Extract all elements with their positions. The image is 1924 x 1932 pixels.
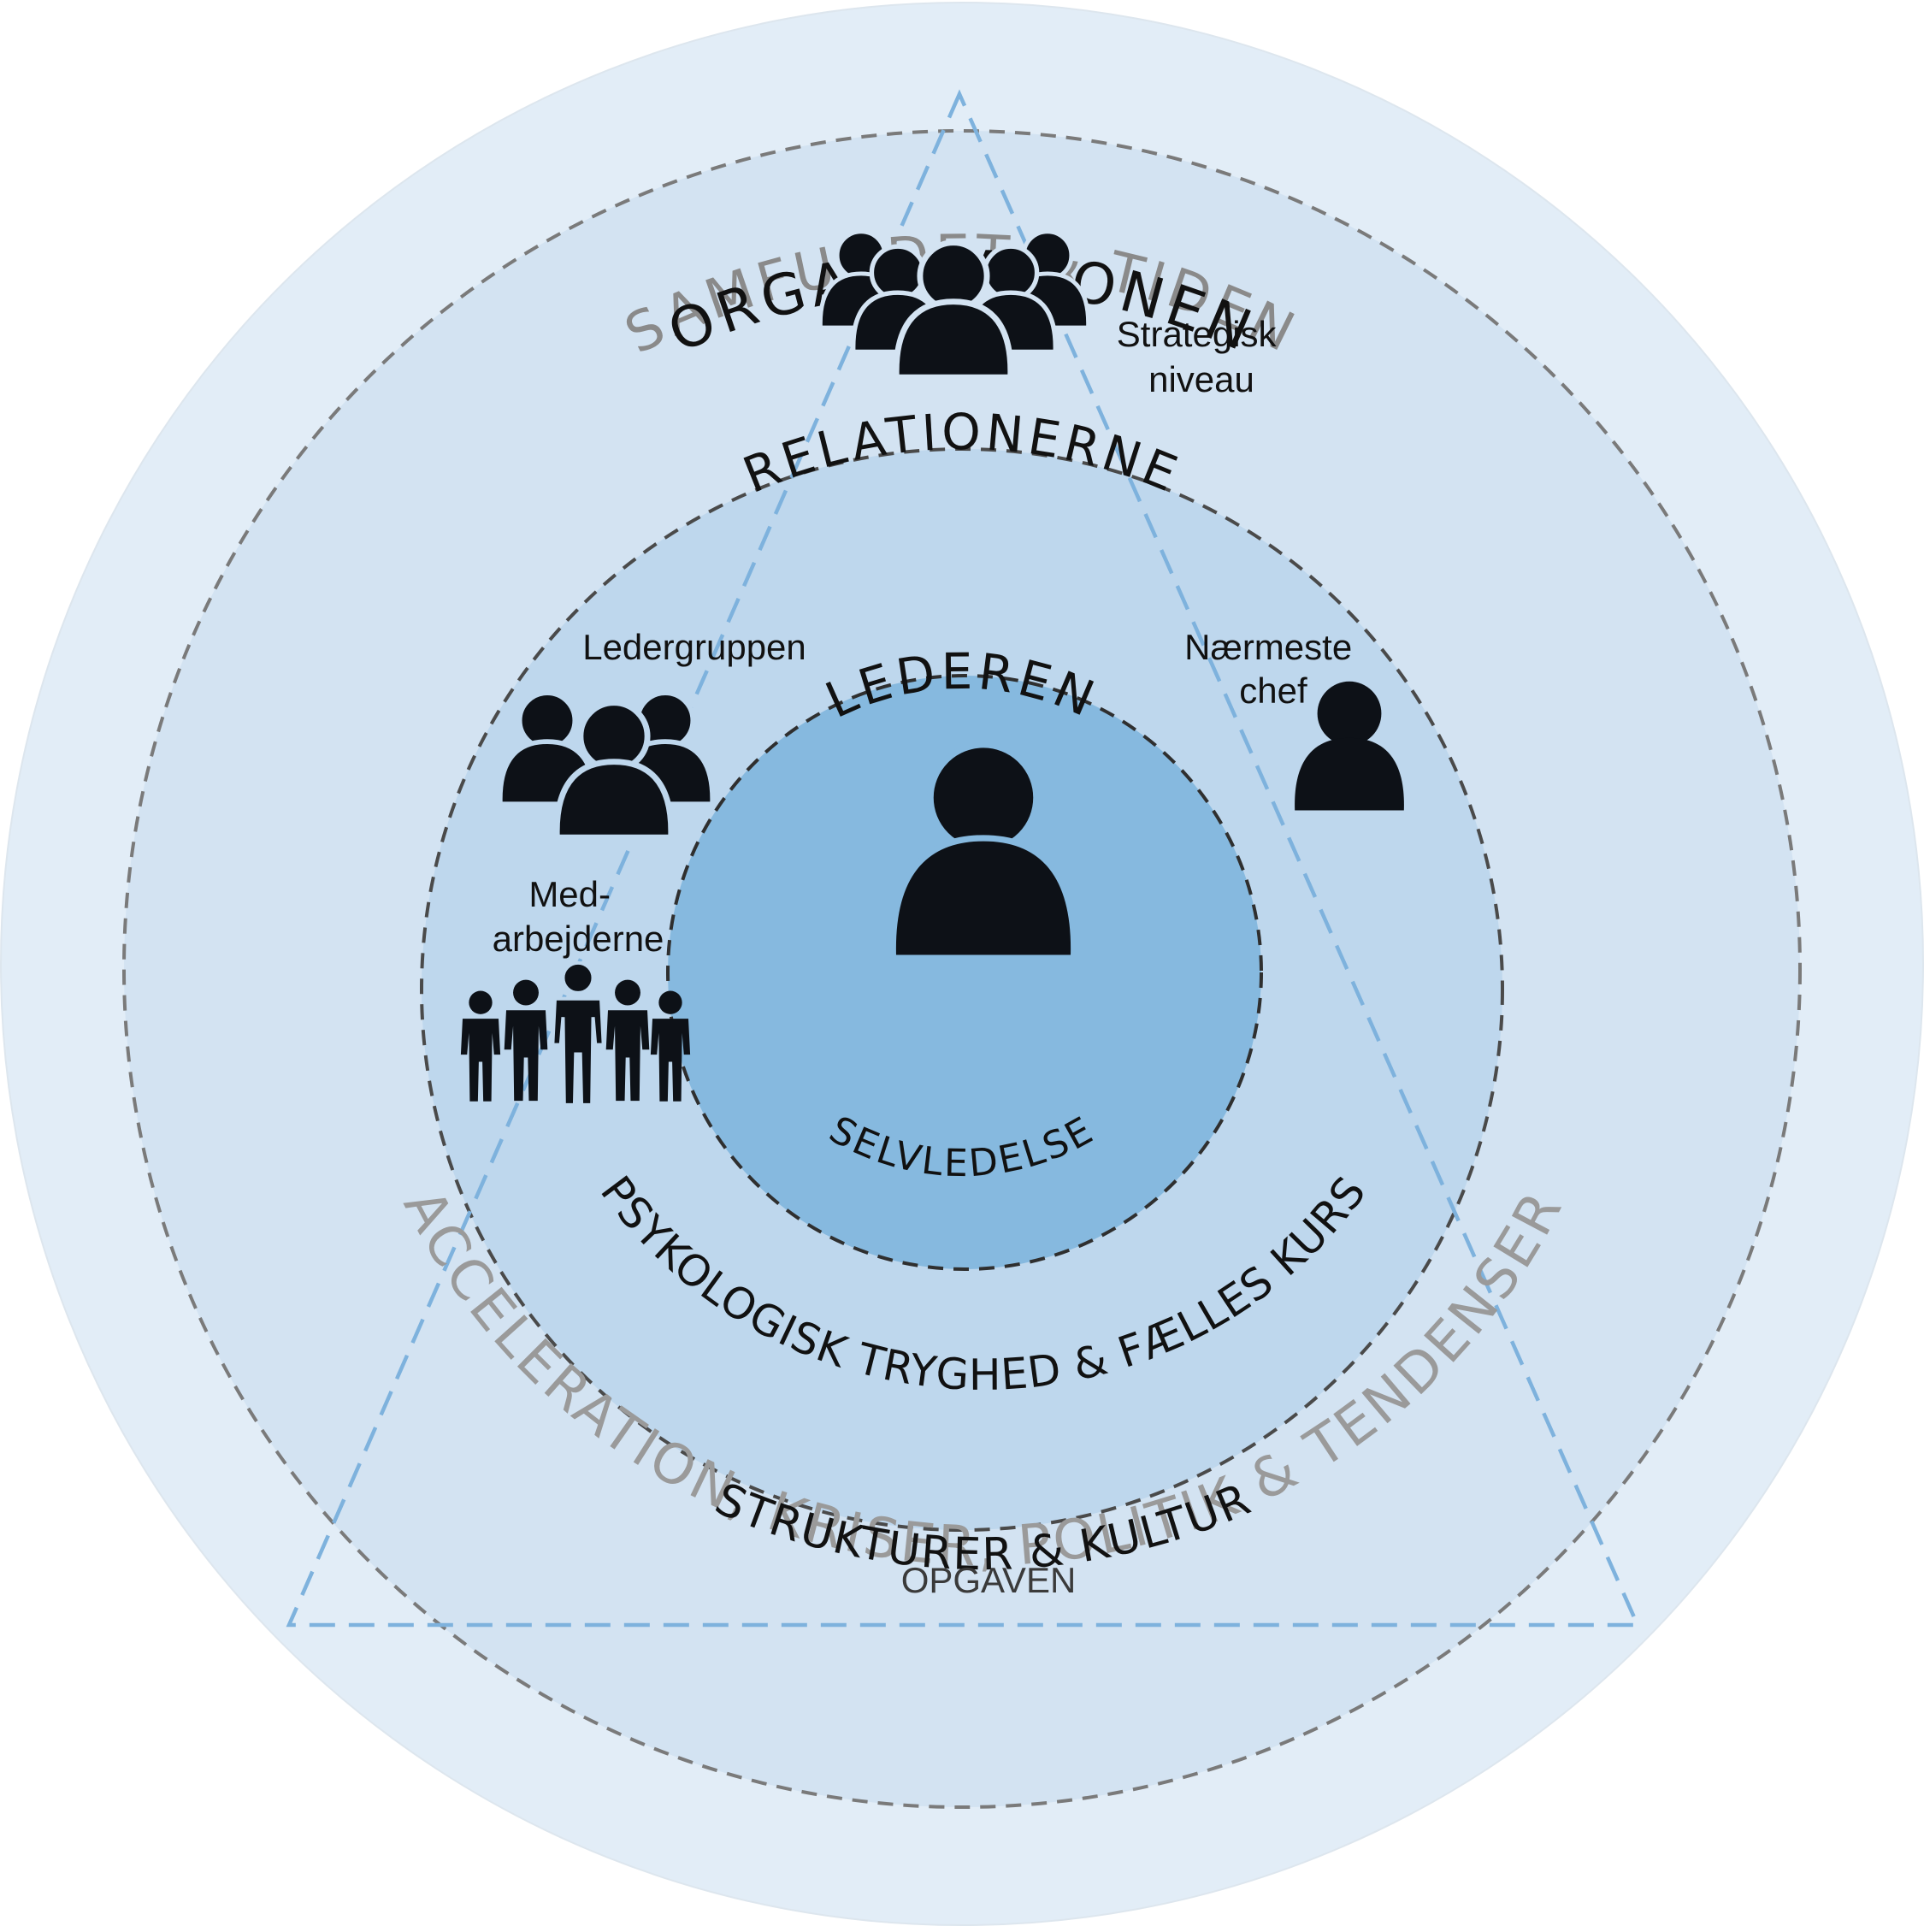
nearest-boss-label: Nærmeste chef xyxy=(1184,627,1362,711)
circle-leader xyxy=(666,674,1263,1271)
strategic-level-label: Strategisk niveau xyxy=(1117,314,1286,399)
task-triangle xyxy=(286,89,1641,1628)
task-label: OPGAVEN xyxy=(901,1560,1077,1600)
employees-label: Med- arbejderne xyxy=(493,874,664,959)
leader-group-label: Ledergruppen xyxy=(582,627,806,667)
